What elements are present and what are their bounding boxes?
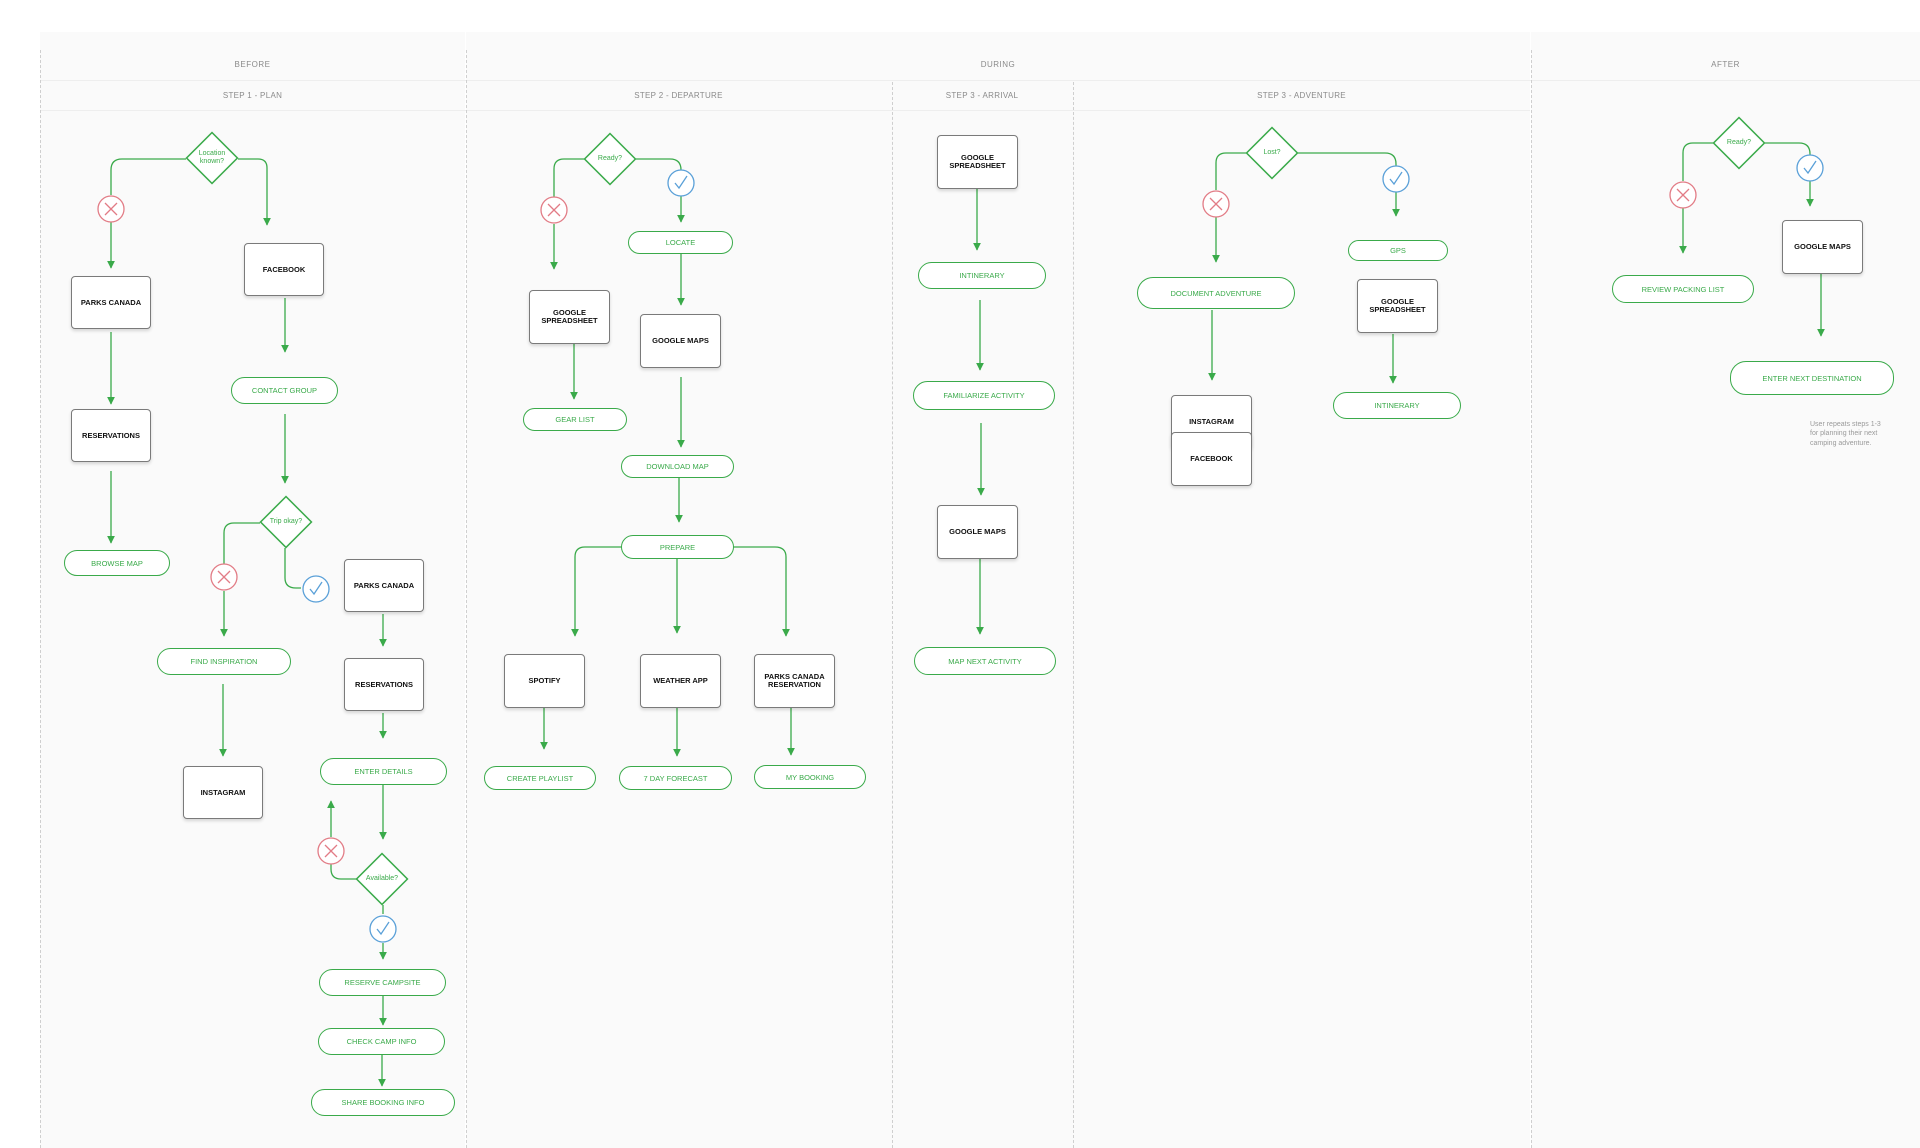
node-my-booking: MY BOOKING xyxy=(754,765,866,789)
connector xyxy=(284,548,301,589)
decision-location-known: Location known? xyxy=(198,150,226,165)
node-prepare: PREPARE xyxy=(621,535,734,559)
node-reservations: RESERVATIONS xyxy=(344,658,424,711)
connector xyxy=(330,864,357,880)
check-icon xyxy=(309,581,323,596)
node-reservations: RESERVATIONS xyxy=(71,409,151,462)
check-icon xyxy=(376,921,390,936)
phase-label-during: DURING xyxy=(980,60,1016,69)
node-google-maps: GOOGLE MAPS xyxy=(1782,220,1863,274)
node-locate: LOCATE xyxy=(628,231,733,254)
decision-ready-after: Ready? xyxy=(1726,139,1752,147)
node-parks-canada-reservation: PARKS CANADA RESERVATION xyxy=(754,654,835,708)
step-label-arrival: STEP 3 - ARRIVAL xyxy=(945,91,1019,100)
connector xyxy=(1682,142,1713,181)
node-create-playlist: CREATE PLAYLIST xyxy=(484,766,596,790)
step-label-departure: STEP 2 - DEPARTURE xyxy=(634,91,723,100)
decision-diamond xyxy=(259,495,313,549)
yes-marker-group xyxy=(302,154,1824,943)
step-header-divider xyxy=(40,110,1530,111)
phase-band-during xyxy=(466,32,1530,1148)
no-icon xyxy=(547,203,561,217)
no-marker-group xyxy=(97,181,1697,865)
decision-diamond xyxy=(1712,116,1766,170)
decision-available: Available? xyxy=(365,875,399,883)
connector xyxy=(571,546,622,637)
node-reserve-campsite: RESERVE CAMPSITE xyxy=(319,969,446,996)
no-icon xyxy=(1209,197,1223,211)
step-label-plan: STEP 1 - PLAN xyxy=(222,91,283,100)
connector xyxy=(732,546,790,637)
no-icon xyxy=(1676,188,1690,202)
connector xyxy=(553,158,584,197)
node-download-map: DOWNLOAD MAP xyxy=(621,455,734,478)
node-spotify: SPOTIFY xyxy=(504,654,585,708)
node-google-maps: GOOGLE MAPS xyxy=(640,314,721,368)
no-icon xyxy=(104,202,118,216)
node-google-spreadsheet: GOOGLE SPREADSHEET xyxy=(529,290,610,344)
node-weather-app: WEATHER APP xyxy=(640,654,721,708)
connector xyxy=(1765,142,1811,155)
node-instagram: INSTAGRAM xyxy=(183,766,263,819)
repeat-note: User repeats steps 1-3 for planning thei… xyxy=(1810,421,1881,447)
check-icon xyxy=(1803,160,1817,175)
step-label-adventure: STEP 3 - ADVENTURE xyxy=(1257,91,1346,100)
node-review-packing-list: REVIEW PACKING LIST xyxy=(1612,275,1754,303)
node-check-camp-info: CHECK CAMP INFO xyxy=(318,1028,445,1055)
node-map-next-activity: MAP NEXT ACTIVITY xyxy=(914,647,1056,675)
column-divider xyxy=(466,50,467,1148)
node-browse-map: BROWSE MAP xyxy=(64,550,170,576)
check-icon xyxy=(1389,171,1403,186)
column-divider xyxy=(892,82,893,1148)
node-parks-canada: PARKS CANADA xyxy=(71,276,151,329)
column-divider xyxy=(1073,82,1074,1148)
node-facebook: FACEBOOK xyxy=(1171,432,1252,486)
node-find-inspiration: FIND INSPIRATION xyxy=(157,648,291,675)
decision-diamond xyxy=(583,132,637,186)
node-intinerary: INTINERARY xyxy=(918,262,1046,289)
node-familiarize-activity: FAMILIARIZE ACTIVITY xyxy=(913,381,1055,410)
node-gear-list: GEAR LIST xyxy=(523,408,627,431)
node-contact-group: CONTACT GROUP xyxy=(231,377,338,404)
decision-diamond xyxy=(185,131,239,185)
check-icon xyxy=(674,175,688,190)
no-icon xyxy=(324,844,338,858)
node-google-spreadsheet: GOOGLE SPREADSHEET xyxy=(1357,279,1438,333)
node-document-adventure: DOCUMENT ADVENTURE xyxy=(1137,277,1295,309)
decision-diamond xyxy=(355,852,409,906)
decision-lost: Lost? xyxy=(1263,149,1281,157)
phase-band-after xyxy=(1531,32,1920,1148)
connector xyxy=(1215,152,1246,190)
node-parks-canada: PARKS CANADA xyxy=(344,559,424,612)
decision-trip-okay: Trip okay? xyxy=(269,518,303,526)
node-intinerary: INTINERARY xyxy=(1333,392,1461,419)
decision-ready-departure: Ready? xyxy=(597,155,623,163)
node-google-maps: GOOGLE MAPS xyxy=(937,505,1018,559)
node-7-day-forecast: 7 DAY FORECAST xyxy=(619,766,732,790)
node-enter-next-destination: ENTER NEXT DESTINATION xyxy=(1730,361,1894,395)
connector xyxy=(110,158,186,195)
connector xyxy=(238,158,271,226)
node-gps: GPS xyxy=(1348,240,1448,261)
no-icon xyxy=(217,570,231,584)
decision-diamond xyxy=(1245,126,1299,180)
node-google-spreadsheet: GOOGLE SPREADSHEET xyxy=(937,135,1018,189)
phase-label-before: BEFORE xyxy=(234,60,271,69)
node-enter-details: ENTER DETAILS xyxy=(320,758,447,785)
column-divider xyxy=(1531,50,1532,1148)
connector xyxy=(1298,152,1397,166)
phase-label-after: AFTER xyxy=(1711,60,1740,69)
connector xyxy=(223,522,260,564)
column-divider xyxy=(40,50,41,1148)
phase-header-divider xyxy=(40,80,1920,81)
node-share-booking-info: SHARE BOOKING INFO xyxy=(311,1089,455,1116)
node-facebook: FACEBOOK xyxy=(244,243,324,296)
connector xyxy=(636,158,682,171)
